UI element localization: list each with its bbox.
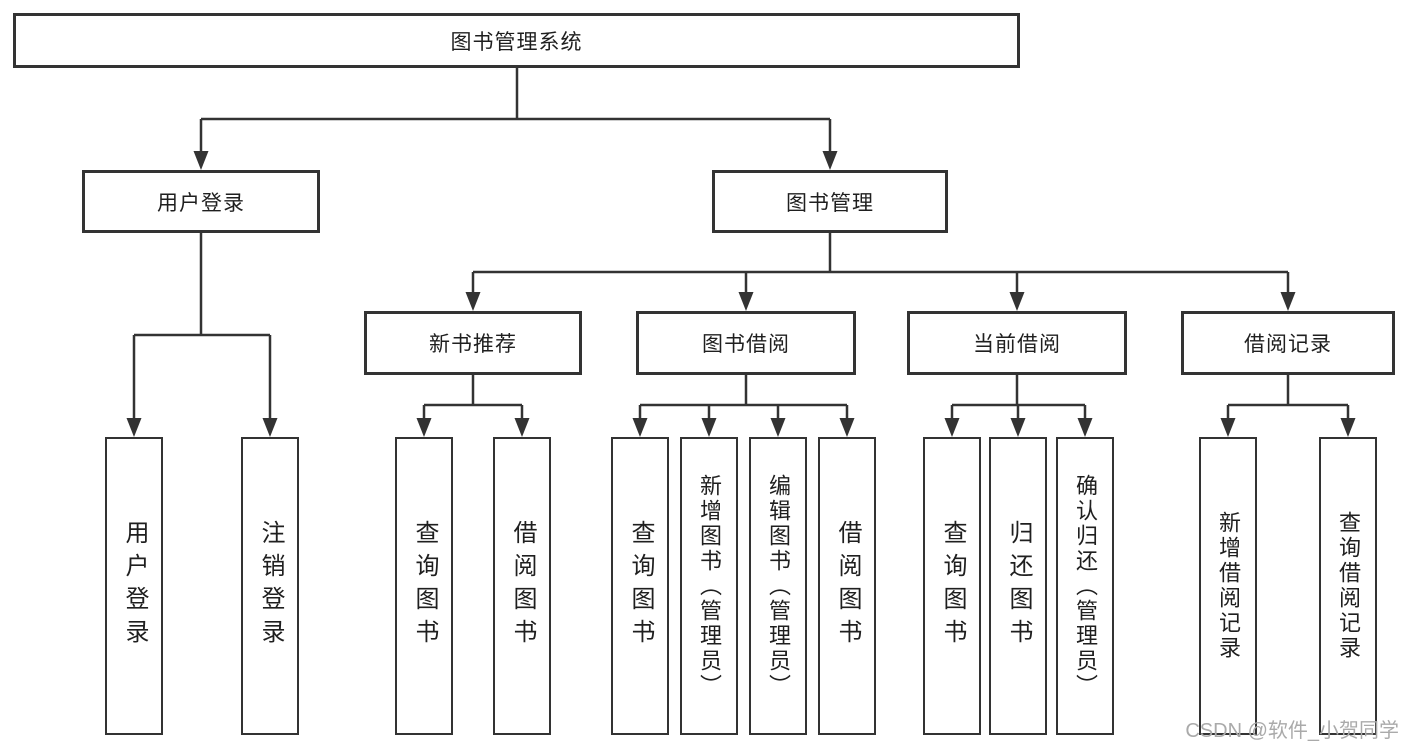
leaf-add-borrow-record: 新增借阅记录 — [1199, 437, 1257, 735]
node-library-management-system: 图书管理系统 — [13, 13, 1020, 68]
leaf-recommend-borrow-books-label: 借阅图书 — [509, 520, 536, 652]
leaf-current-query-books: 查询图书 — [923, 437, 981, 735]
leaf-confirm-return-admin-label: 确认归还（管理员） — [1073, 473, 1098, 699]
leaf-confirm-return-admin: 确认归还（管理员） — [1056, 437, 1114, 735]
leaf-logout-login-label: 注销登录 — [257, 520, 284, 652]
leaf-edit-books-admin: 编辑图书（管理员） — [749, 437, 807, 735]
node-current-borrowing-label: 当前借阅 — [973, 333, 1061, 356]
node-library-management-system-label: 图书管理系统 — [450, 30, 583, 54]
leaf-current-query-books-label: 查询图书 — [939, 520, 966, 652]
node-book-management-label: 图书管理 — [786, 191, 874, 215]
leaf-borrow-books: 借阅图书 — [818, 437, 876, 735]
connector-new-book-recommend — [422, 375, 524, 423]
leaf-edit-books-admin-label: 编辑图书（管理员） — [766, 473, 791, 699]
leaf-add-borrow-record-label: 新增借阅记录 — [1216, 511, 1241, 661]
node-new-book-recommend-label: 新书推荐 — [429, 333, 517, 356]
node-user-login-label: 用户登录 — [157, 191, 245, 215]
connector-borrowing-records — [1226, 375, 1350, 423]
connector-book-borrowing — [638, 375, 849, 423]
node-borrowing-records: 借阅记录 — [1181, 311, 1395, 375]
node-book-borrowing-label: 图书借阅 — [702, 333, 790, 356]
leaf-return-books: 归还图书 — [989, 437, 1047, 735]
leaf-recommend-borrow-books: 借阅图书 — [493, 437, 551, 735]
connector-book-management — [471, 233, 1290, 297]
connector-user-login — [132, 233, 272, 423]
arrowheads — [126, 151, 1356, 437]
connector-current-borrowing — [950, 375, 1087, 423]
leaf-user-login-label: 用户登录 — [121, 520, 148, 652]
leaf-borrow-books-label: 借阅图书 — [834, 520, 861, 652]
leaf-logout-login: 注销登录 — [241, 437, 299, 735]
leaf-recommend-query-books: 查询图书 — [395, 437, 453, 735]
leaf-add-books-admin: 新增图书（管理员） — [680, 437, 738, 735]
node-new-book-recommend: 新书推荐 — [364, 311, 582, 375]
node-book-borrowing: 图书借阅 — [636, 311, 856, 375]
leaf-user-login: 用户登录 — [105, 437, 163, 735]
node-current-borrowing: 当前借阅 — [907, 311, 1127, 375]
leaf-borrowing-query-books-label: 查询图书 — [627, 520, 654, 652]
leaf-query-borrow-record: 查询借阅记录 — [1319, 437, 1377, 735]
watermark-text: CSDN @软件_小贺同学 — [1185, 720, 1399, 742]
node-book-management: 图书管理 — [712, 170, 948, 233]
leaf-query-borrow-record-label: 查询借阅记录 — [1336, 511, 1361, 661]
node-user-login: 用户登录 — [82, 170, 320, 233]
leaf-return-books-label: 归还图书 — [1005, 520, 1032, 652]
leaf-borrowing-query-books: 查询图书 — [611, 437, 669, 735]
leaf-recommend-query-books-label: 查询图书 — [411, 520, 438, 652]
connector-root — [199, 67, 832, 156]
leaf-add-books-admin-label: 新增图书（管理员） — [697, 473, 722, 699]
node-borrowing-records-label: 借阅记录 — [1244, 333, 1332, 356]
